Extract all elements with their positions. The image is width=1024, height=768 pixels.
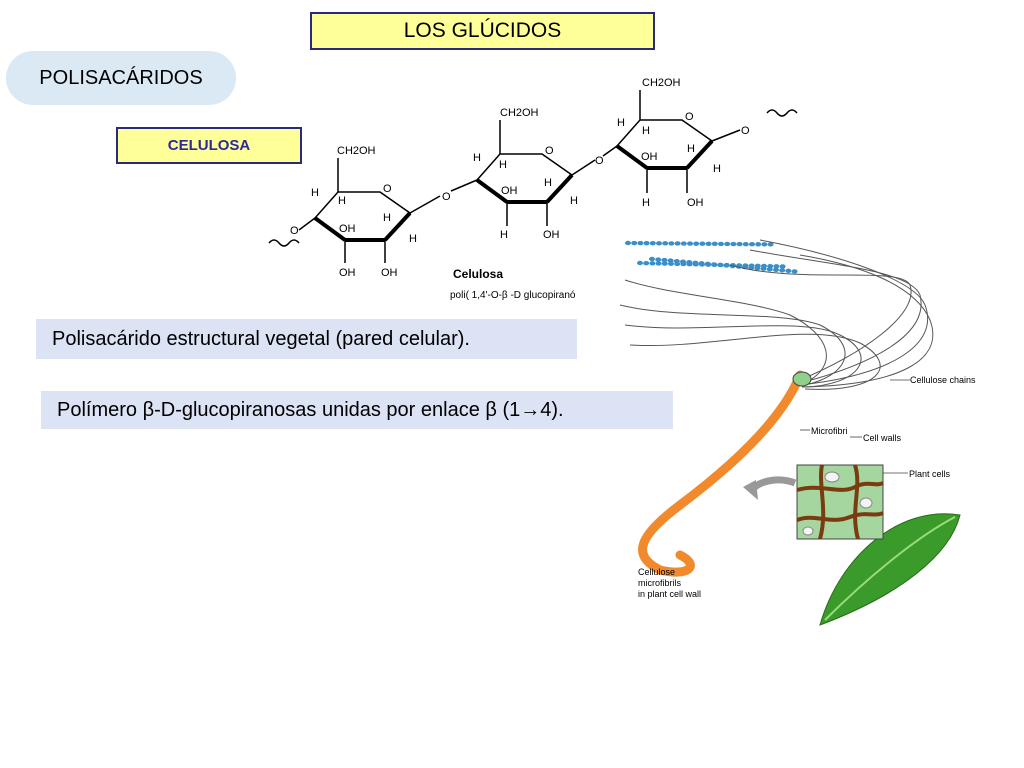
oh-label-3: OH <box>339 223 356 235</box>
h-label-1: H <box>311 187 319 199</box>
ring-oxygen-2: O <box>545 145 554 157</box>
label-cellulose-chains: Cellulose chains <box>910 375 976 385</box>
structure-formula: poli( 1,4'-O-β -D glucopiranó <box>450 290 576 301</box>
oh-label-5: OH <box>543 229 560 241</box>
subsection-box: CELULOSA <box>116 127 302 164</box>
cellulose-chain-dots <box>625 240 798 274</box>
label-microfibril: Microfibri <box>811 426 848 436</box>
label-cell-walls: Cell walls <box>863 433 902 443</box>
bridge-oxygen-3: O <box>741 125 750 137</box>
ch2oh-label-1: CH2OH <box>337 145 376 157</box>
note-structural-text: Polisacárido estructural vegetal (pared … <box>52 327 470 350</box>
h-label-10: H <box>500 229 508 241</box>
section-title: POLISACÁRIDOS <box>39 66 203 89</box>
note-structural: Polisacárido estructural vegetal (pared … <box>36 319 577 359</box>
caption-line-2: microfibrils <box>638 578 682 588</box>
microfibril-strand <box>638 370 805 577</box>
page-title: LOS GLÚCIDOS <box>403 19 562 42</box>
h-label-15: H <box>642 197 650 209</box>
label-plant-cells: Plant cells <box>909 469 951 479</box>
oh-label-1: OH <box>339 267 356 279</box>
bridge-oxygen-left: O <box>290 225 299 237</box>
microfibril-end <box>792 371 812 387</box>
cellulose-chain-lines <box>619 239 934 390</box>
leaf-icon <box>819 513 961 626</box>
arrow-icon <box>749 476 797 493</box>
ch2oh-label-3: CH2OH <box>642 77 681 89</box>
caption-line-3: in plant cell wall <box>638 589 701 599</box>
note-polymer-text: Polímero β-D-glucopiranosas unidas por e… <box>57 398 564 421</box>
bridge-oxygen-1: O <box>442 191 451 203</box>
oh-label-2: OH <box>381 267 398 279</box>
h-label-7: H <box>499 159 507 171</box>
cellulose-structure: CH2OH CH2OH CH2OH O O O O O O O OH OH OH… <box>268 77 798 301</box>
wavy-bond-right <box>766 109 798 117</box>
structure-name: Celulosa <box>453 267 503 281</box>
ch2oh-label-2: CH2OH <box>500 107 539 119</box>
section-pill: POLISACÁRIDOS <box>6 51 236 105</box>
wavy-bond-left <box>268 239 300 247</box>
oh-label-6: OH <box>641 151 658 163</box>
h-label-13: H <box>687 143 695 155</box>
h-label-3: H <box>383 212 391 224</box>
h-label-8: H <box>544 177 552 189</box>
h-label-6: H <box>473 152 481 164</box>
h-label-2: H <box>338 195 346 207</box>
bridge-oxygen-2: O <box>595 155 604 167</box>
caption-line-1: Cellulose <box>638 567 675 577</box>
ring-oxygen-3: O <box>685 111 694 123</box>
title-box: LOS GLÚCIDOS <box>310 12 655 50</box>
h-label-14: H <box>713 163 721 175</box>
microfibril-illustration: Cellulose chains Microfibri Cell walls P… <box>619 239 976 626</box>
oh-label-4: OH <box>501 185 518 197</box>
h-label-11: H <box>617 117 625 129</box>
h-label-12: H <box>642 125 650 137</box>
subsection-title: CELULOSA <box>167 137 251 154</box>
h-label-9: H <box>570 195 578 207</box>
oh-label-7: OH <box>687 197 704 209</box>
h-label-4: H <box>409 233 417 245</box>
note-polymer: Polímero β-D-glucopiranosas unidas por e… <box>41 391 673 429</box>
ring-oxygen-1: O <box>383 183 392 195</box>
